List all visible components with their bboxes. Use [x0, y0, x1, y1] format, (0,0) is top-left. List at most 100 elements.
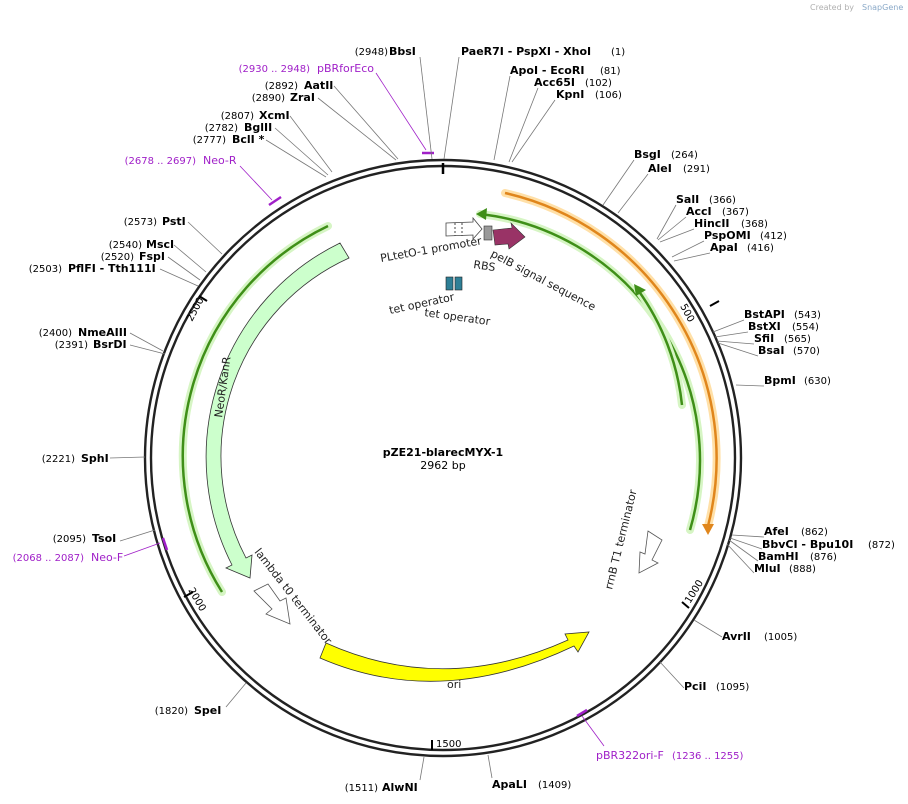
enzyme-name-bsrdi: BsrDI	[93, 338, 127, 351]
enzyme-pos-apai: (416)	[747, 243, 774, 254]
leader-pcii	[659, 661, 685, 689]
leader-bpmi	[735, 384, 765, 387]
enzyme-name-zrai: ZraI	[290, 91, 315, 104]
enzyme-name-afei: AfeI	[764, 525, 789, 538]
enzyme-pos-bglii: (2782)	[205, 123, 238, 134]
primer-leaders	[123, 72, 605, 747]
enzyme-name-sfii: SfiI	[754, 332, 774, 345]
enzyme-name-msci: MscI	[146, 238, 174, 251]
enzyme-pos-psti: (2573)	[124, 217, 157, 228]
enzyme-name-xhoi: PaeR7I - PspXI - XhoI	[461, 45, 591, 58]
enzyme-pos-hincii: (368)	[741, 219, 768, 230]
orf-orange-arc	[504, 191, 718, 527]
enzyme-name-apai: ApaI	[710, 241, 738, 254]
enzyme-name-ecori: ApoI - EcoRI	[510, 64, 584, 77]
primer-name-neo-r: Neo-R	[203, 154, 237, 167]
enzyme-pos-tsoi: (2095)	[53, 534, 86, 545]
tet-operator-2	[454, 276, 463, 291]
rrnb-feature	[638, 530, 663, 574]
orf-green-small-arc	[636, 289, 684, 406]
leader-neo-f	[123, 542, 161, 557]
enzyme-pos-pcii: (1095)	[716, 682, 749, 693]
leader-bamhi	[728, 539, 759, 562]
leader-avrii	[693, 619, 723, 638]
enzyme-pos-avrii: (1005)	[764, 632, 797, 643]
leader-bsrdi	[129, 344, 166, 355]
enzyme-pos-bstxi: (554)	[792, 322, 819, 333]
orf-orange-arrowhead	[702, 524, 714, 535]
credit-text: Created by	[810, 3, 854, 12]
enzyme-name-sali: SalI	[676, 193, 699, 206]
primer-name-pbrforeco: pBRforEco	[317, 62, 374, 75]
leader-msci	[173, 244, 207, 273]
tick-2000-mark	[183, 591, 194, 598]
enzyme-name-aatii: AatII	[304, 79, 333, 92]
enzyme-name-avrii: AvrII	[722, 630, 751, 643]
ori-feature	[319, 631, 590, 682]
enzyme-name-tsoi: TsoI	[92, 532, 116, 545]
leader-apali	[487, 754, 493, 779]
leader-bstapi	[712, 319, 745, 333]
neo-feature	[205, 242, 350, 579]
leader-bsai	[717, 342, 759, 357]
leader-tsoi	[119, 529, 156, 542]
rbs-label: RBS	[473, 258, 497, 274]
enzyme-pos-xhoi: (1)	[611, 47, 625, 58]
leader-bsgi	[602, 159, 635, 206]
leader-apai	[673, 252, 711, 262]
enzyme-pos-alwni: (1511)	[345, 783, 378, 794]
leader-pspomi	[671, 240, 705, 258]
leader-sfii	[716, 340, 755, 345]
enzyme-name-fspi: FspI	[139, 250, 165, 263]
enzyme-pos-bbvci: (872)	[868, 540, 895, 551]
enzyme-name-acci: AccI	[686, 205, 712, 218]
primer-range-neo-r: (2678 .. 2697)	[125, 156, 197, 167]
enzyme-name-xcmi: XcmI	[259, 109, 290, 122]
enzyme-labels: (2948) BbsI PaeR7I - PspXI - XhoI (1) Ap…	[29, 45, 895, 794]
enzyme-pos-acci: (367)	[722, 207, 749, 218]
enzyme-name-spei: SpeI	[194, 704, 221, 717]
enzyme-pos-pspomi: (412)	[760, 231, 787, 242]
leader-pbr322ori	[581, 715, 605, 747]
leader-bbsi	[419, 56, 433, 160]
enzyme-pos-sphi: (2221)	[42, 454, 75, 465]
tet-operator-label-2: tet operator	[424, 306, 492, 328]
enzyme-name-pcii: PciI	[684, 680, 706, 693]
credit-brand: SnapGene	[862, 3, 903, 12]
pelb-feature	[492, 222, 526, 250]
primer-range-pbr322ori: (1236 .. 1255)	[672, 751, 744, 762]
enzyme-pos-sali: (366)	[709, 195, 736, 206]
enzyme-name-kpni: KpnI	[556, 88, 584, 101]
leader-lines	[109, 56, 765, 781]
plasmid-name: pZE21-blarecMYX-1	[383, 446, 503, 459]
enzyme-pos-mlui: (888)	[789, 564, 816, 575]
enzyme-name-sphi: SphI	[81, 452, 109, 465]
leader-hincii	[659, 228, 695, 243]
enzyme-name-bcli: BclI *	[232, 133, 265, 146]
leader-aatii	[333, 85, 399, 160]
enzyme-pos-apali: (1409)	[538, 780, 571, 791]
enzyme-pos-bsgi: (264)	[671, 150, 698, 161]
enzyme-name-bglii: BglII	[244, 121, 272, 134]
enzyme-name-tth111i: PflFI - Tth111I	[68, 262, 156, 275]
leader-psti	[187, 221, 223, 255]
enzyme-name-hincii: HincII	[694, 217, 730, 230]
rrnb-label: rrnB T1 terminator	[602, 488, 639, 591]
enzyme-pos-acc65i: (102)	[585, 78, 612, 89]
pelb-label: pelB signal sequence	[489, 247, 599, 313]
primer-range-pbrforeco: (2930 .. 2948)	[239, 64, 311, 75]
leader-sphi	[109, 456, 146, 459]
enzyme-name-psti: PstI	[162, 215, 186, 228]
leader-xhoi	[443, 56, 460, 160]
leader-sali	[656, 204, 677, 240]
leader-alei	[617, 173, 649, 214]
enzyme-name-bbsi: BbsI	[389, 45, 416, 58]
enzyme-name-bsai: BsaI	[758, 344, 784, 357]
enzyme-pos-alei: (291)	[683, 164, 710, 175]
plasmid-size: 2962 bp	[420, 459, 465, 472]
enzyme-pos-spei: (1820)	[155, 706, 188, 717]
enzyme-name-bsgi: BsgI	[634, 148, 661, 161]
leader-pbrforeco	[375, 72, 427, 151]
promoter-label: PLtetO-1 promoter	[379, 234, 483, 265]
enzyme-pos-fspi: (2520)	[101, 252, 134, 263]
